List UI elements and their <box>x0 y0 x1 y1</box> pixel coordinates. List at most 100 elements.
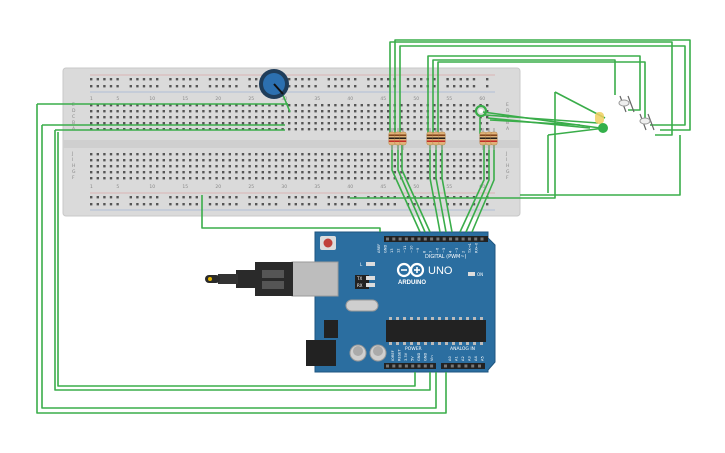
breadboard-hole[interactable] <box>274 153 278 156</box>
breadboard-hole[interactable] <box>334 165 337 168</box>
breadboard-hole[interactable] <box>354 104 357 107</box>
breadboard-hole[interactable] <box>222 165 225 168</box>
breadboard-hole[interactable] <box>347 85 350 88</box>
breadboard-hole[interactable] <box>142 177 146 180</box>
breadboard-hole[interactable] <box>406 104 410 107</box>
breadboard-hole[interactable] <box>116 203 119 206</box>
breadboard-hole[interactable] <box>321 122 324 125</box>
breadboard-hole[interactable] <box>255 85 258 88</box>
breadboard-hole[interactable] <box>222 78 225 81</box>
breadboard-hole[interactable] <box>466 116 469 119</box>
breadboard-hole[interactable] <box>459 203 462 206</box>
breadboard-hole[interactable] <box>387 104 390 107</box>
breadboard-hole[interactable] <box>288 159 291 162</box>
breadboard-hole[interactable] <box>380 128 383 131</box>
breadboard-hole[interactable] <box>169 153 172 156</box>
breadboard-hole[interactable] <box>400 110 403 113</box>
breadboard-hole[interactable] <box>347 128 350 131</box>
breadboard-hole[interactable] <box>439 116 443 119</box>
breadboard-hole[interactable] <box>486 153 489 156</box>
breadboard-hole[interactable] <box>255 153 258 156</box>
breadboard-hole[interactable] <box>301 122 304 125</box>
breadboard-hole[interactable] <box>334 159 337 162</box>
breadboard-hole[interactable] <box>195 171 198 174</box>
breadboard-hole[interactable] <box>373 177 377 180</box>
breadboard-hole[interactable] <box>268 196 271 199</box>
breadboard-hole[interactable] <box>129 85 132 88</box>
breadboard-hole[interactable] <box>327 104 330 107</box>
breadboard-hole[interactable] <box>373 85 377 88</box>
breadboard-hole[interactable] <box>182 116 185 119</box>
breadboard-hole[interactable] <box>453 165 456 168</box>
breadboard-hole[interactable] <box>142 171 146 174</box>
breadboard-hole[interactable] <box>360 110 363 113</box>
breadboard-hole[interactable] <box>248 153 251 156</box>
breadboard-hole[interactable] <box>116 153 119 156</box>
breadboard-hole[interactable] <box>142 122 146 125</box>
breadboard-hole[interactable] <box>169 110 172 113</box>
breadboard-hole[interactable] <box>222 104 225 107</box>
breadboard-hole[interactable] <box>314 203 317 206</box>
breadboard-hole[interactable] <box>123 177 126 180</box>
breadboard-hole[interactable] <box>347 159 350 162</box>
breadboard-hole[interactable] <box>321 104 324 107</box>
breadboard-hole[interactable] <box>334 122 337 125</box>
breadboard-hole[interactable] <box>380 104 383 107</box>
breadboard-hole[interactable] <box>248 159 251 162</box>
breadboard-hole[interactable] <box>136 116 139 119</box>
breadboard-hole[interactable] <box>406 159 410 162</box>
breadboard-hole[interactable] <box>96 122 99 125</box>
breadboard-hole[interactable] <box>189 159 192 162</box>
wire[interactable] <box>391 145 421 233</box>
breadboard-hole[interactable] <box>208 159 212 162</box>
breadboard-hole[interactable] <box>175 171 179 174</box>
breadboard-hole[interactable] <box>459 165 462 168</box>
breadboard-hole[interactable] <box>90 171 93 174</box>
breadboard-hole[interactable] <box>202 153 205 156</box>
breadboard-hole[interactable] <box>472 128 476 131</box>
breadboard-hole[interactable] <box>307 177 311 180</box>
breadboard-hole[interactable] <box>334 85 337 88</box>
breadboard-hole[interactable] <box>116 104 119 107</box>
breadboard-hole[interactable] <box>453 110 456 113</box>
breadboard-hole[interactable] <box>255 159 258 162</box>
breadboard-hole[interactable] <box>472 153 476 156</box>
breadboard-hole[interactable] <box>103 177 106 180</box>
breadboard-hole[interactable] <box>268 110 271 113</box>
breadboard-hole[interactable] <box>189 104 192 107</box>
breadboard-hole[interactable] <box>413 116 416 119</box>
breadboard-hole[interactable] <box>466 104 469 107</box>
breadboard-hole[interactable] <box>420 177 423 180</box>
breadboard-hole[interactable] <box>169 159 172 162</box>
breadboard-hole[interactable] <box>182 177 185 180</box>
breadboard-hole[interactable] <box>222 116 225 119</box>
breadboard-hole[interactable] <box>367 165 370 168</box>
breadboard-hole[interactable] <box>314 171 317 174</box>
breadboard-hole[interactable] <box>182 85 185 88</box>
breadboard-hole[interactable] <box>261 116 264 119</box>
breadboard-hole[interactable] <box>255 171 258 174</box>
breadboard-hole[interactable] <box>380 159 383 162</box>
breadboard-hole[interactable] <box>123 159 126 162</box>
breadboard-hole[interactable] <box>387 177 390 180</box>
breadboard-hole[interactable] <box>215 203 218 206</box>
breadboard-hole[interactable] <box>334 153 337 156</box>
breadboard-hole[interactable] <box>327 159 330 162</box>
breadboard-hole[interactable] <box>301 196 304 199</box>
breadboard-hole[interactable] <box>479 153 482 156</box>
breadboard-hole[interactable] <box>235 116 238 119</box>
breadboard-hole[interactable] <box>175 159 179 162</box>
breadboard-hole[interactable] <box>149 116 152 119</box>
breadboard-hole[interactable] <box>169 78 172 81</box>
breadboard-hole[interactable] <box>195 85 198 88</box>
breadboard-hole[interactable] <box>222 159 225 162</box>
breadboard-hole[interactable] <box>314 116 317 119</box>
wires[interactable] <box>36 39 691 414</box>
breadboard-hole[interactable] <box>235 196 238 199</box>
breadboard-hole[interactable] <box>175 110 179 113</box>
breadboard-hole[interactable] <box>387 85 390 88</box>
resistor-icon[interactable] <box>399 128 407 150</box>
breadboard-hole[interactable] <box>208 196 212 199</box>
breadboard-hole[interactable] <box>222 85 225 88</box>
breadboard-hole[interactable] <box>380 122 383 125</box>
